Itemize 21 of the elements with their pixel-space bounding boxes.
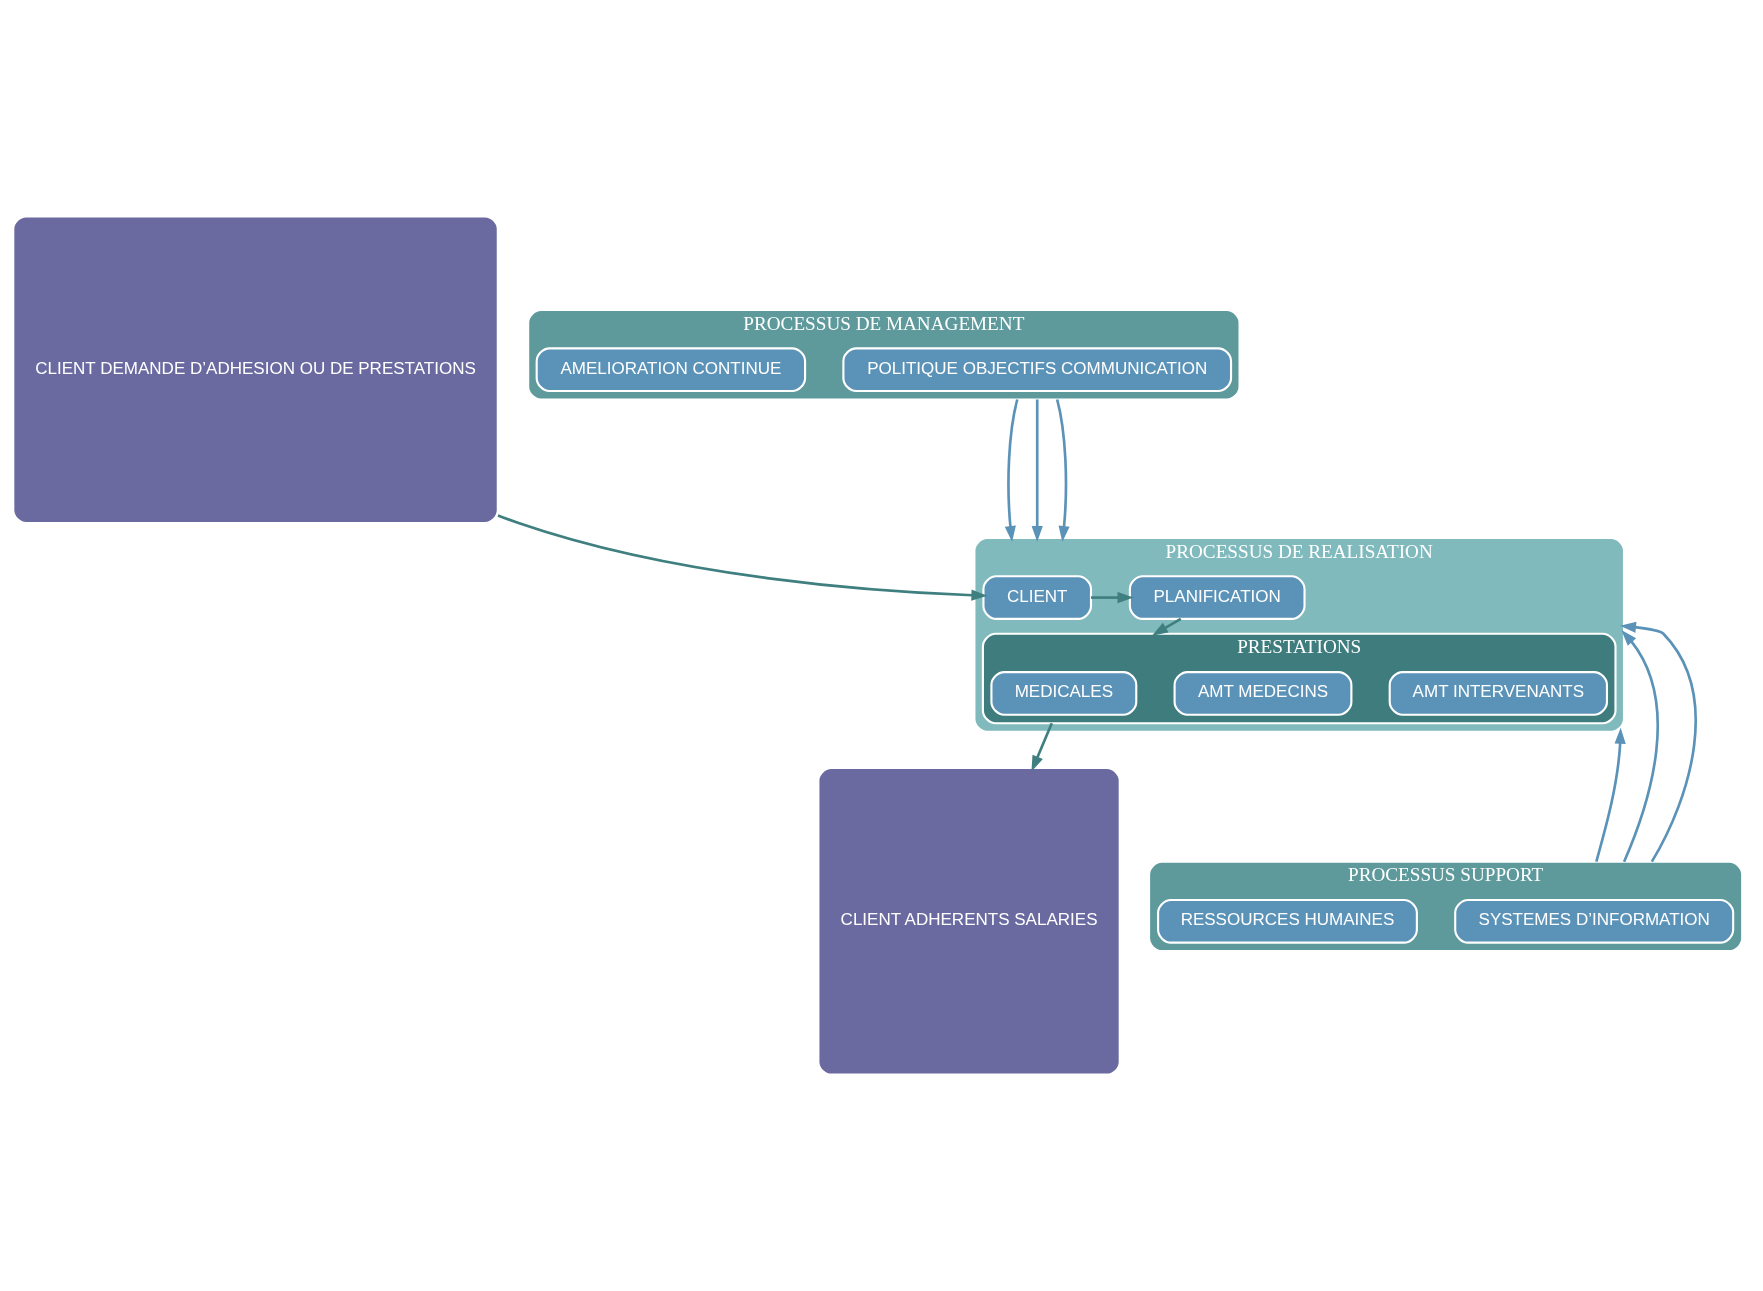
arrow (1619, 621, 1697, 863)
arrow (1594, 727, 1626, 863)
arrow (1031, 399, 1043, 542)
node-box: AMELIORATION CONTINUE (535, 347, 806, 393)
node-box: SYSTEMES D’INFORMATION (1453, 898, 1734, 944)
node-box: AMT INTERVENANTS (1388, 671, 1608, 716)
arrow (1004, 399, 1019, 542)
node-box: AMT MEDECINS (1173, 671, 1352, 716)
node-box: POLITIQUE OBJECTIFS COMMUNICATION (841, 347, 1232, 393)
node-box: MEDICALES (989, 671, 1137, 716)
node-box: RESSOURCES HUMAINES (1156, 898, 1418, 944)
arrow (497, 514, 987, 601)
arrow (1090, 591, 1133, 604)
node-box: CLIENT ADHERENTS SALARIES (816, 766, 1121, 1076)
arrow (1055, 399, 1070, 542)
arrow (1151, 617, 1181, 636)
arrow (1620, 629, 1659, 863)
node-box: PLANIFICATION (1128, 575, 1306, 620)
arrow (1030, 722, 1053, 772)
node-box: CLIENT (981, 575, 1092, 620)
node-box: CLIENT DEMANDE D’ADHESION OU DE PRESTATIONS (11, 215, 499, 525)
